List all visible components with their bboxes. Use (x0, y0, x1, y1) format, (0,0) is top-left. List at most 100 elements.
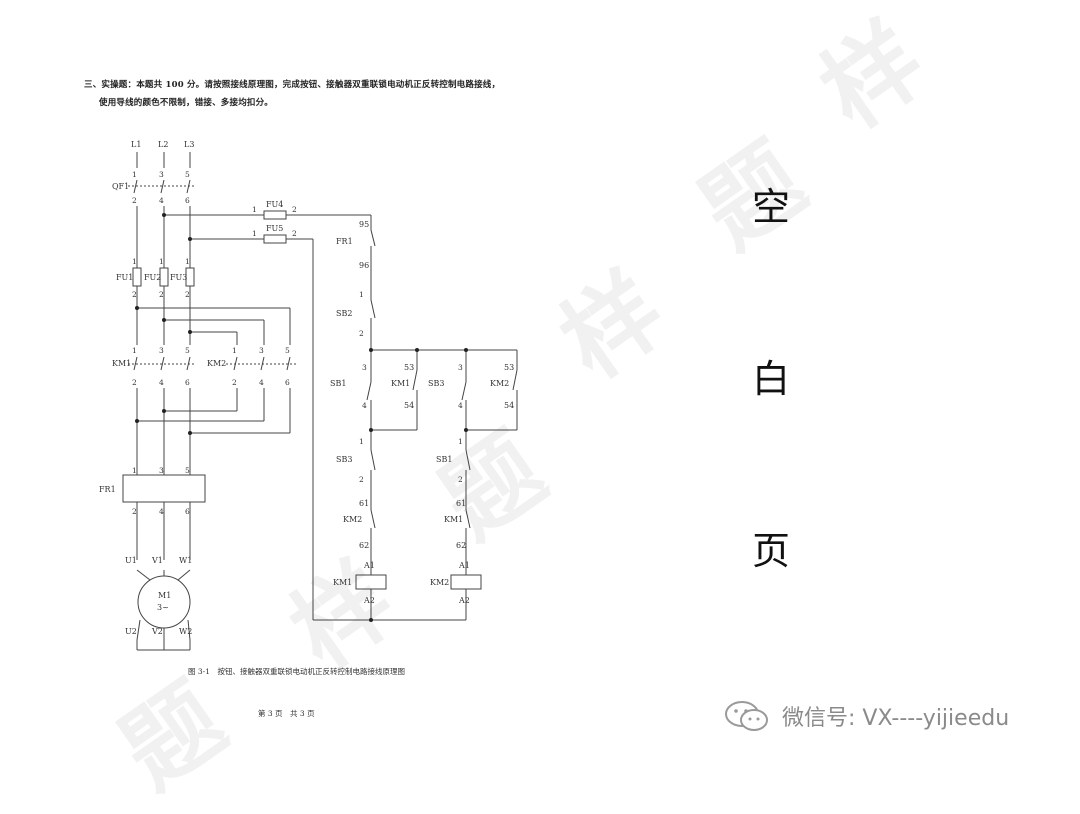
term-fu1-2: 2 (132, 290, 137, 299)
label-A1-km2: A1 (458, 561, 470, 570)
wechat-icon (725, 701, 768, 731)
label-A2-km1: A2 (363, 596, 375, 605)
label-96: 96 (359, 261, 369, 270)
term-fu1-1: 1 (132, 257, 137, 266)
label-U1: U1 (125, 556, 137, 565)
label-U2: U2 (125, 627, 137, 636)
label-A2-km2: A2 (458, 596, 470, 605)
label-61-a: 61 (359, 499, 369, 508)
label-QF1: QF1 (112, 182, 129, 191)
label-SB3-a: SB3 (428, 379, 444, 388)
label-W1: W1 (179, 556, 192, 565)
label-FU2: FU2 (144, 273, 161, 282)
term-km2-1: 1 (232, 346, 237, 355)
term-sb2-2: 2 (359, 329, 364, 338)
term-fu3-1: 1 (185, 257, 190, 266)
term-fu2-2: 2 (159, 290, 164, 299)
term-km2-5: 5 (285, 346, 290, 355)
term-qf-4: 4 (159, 196, 164, 205)
label-95: 95 (359, 220, 369, 229)
figure-caption: 图 3-1 按钮、接触器双重联锁电动机正反转控制电路接线原理图 (188, 667, 405, 676)
label-FU5: FU5 (266, 224, 283, 233)
label-53-b: 53 (504, 363, 514, 372)
label-SB2: SB2 (336, 309, 352, 318)
term-fu2-1: 1 (159, 257, 164, 266)
label-SB1-a: SB1 (330, 379, 346, 388)
label-FR1-ctrl: FR1 (336, 237, 353, 246)
label-motor-type: 3~ (157, 603, 169, 612)
label-V1: V1 (151, 556, 163, 565)
term-qf-5: 5 (185, 170, 190, 179)
term-qf-1: 1 (132, 170, 137, 179)
term-km1-6: 6 (185, 378, 190, 387)
term-fr-4: 4 (159, 507, 164, 516)
label-SB1-b: SB1 (436, 455, 452, 464)
term-km1-2: 2 (132, 378, 137, 387)
term-sb3b-1: 1 (359, 437, 364, 446)
term-fr-5: 5 (185, 466, 190, 475)
page-number: 第 3 页 共 3 页 (258, 709, 315, 718)
label-W2: W2 (179, 627, 192, 636)
label-FU4: FU4 (266, 200, 283, 209)
question-line-1: 三、实操题：本题共 100 分。请按照接线原理图，完成按钮、接触器双重联锁电动机… (84, 80, 501, 90)
label-V2: V2 (151, 627, 163, 636)
label-L1: L1 (131, 140, 141, 149)
label-FR1-main: FR1 (99, 485, 116, 494)
term-km1-5: 5 (185, 346, 190, 355)
question-line-2: 使用导线的颜色不限制，错接、多接均扣分。 (99, 98, 274, 108)
label-54-b: 54 (504, 401, 514, 410)
term-sb2-1: 1 (359, 290, 364, 299)
label-62-a: 62 (359, 541, 369, 550)
term-sb3-4: 4 (458, 401, 463, 410)
label-KM2-aux: KM2 (490, 379, 509, 388)
wechat-id-text: 微信号: VX----yijieedu (782, 706, 1010, 731)
term-sb3b-2: 2 (359, 475, 364, 484)
term-km1-4: 4 (159, 378, 164, 387)
term-sb1b-2: 2 (458, 475, 463, 484)
label-62-b: 62 (456, 541, 466, 550)
term-fr-6: 6 (185, 507, 190, 516)
term-km2-4: 4 (259, 378, 264, 387)
label-FU3: FU3 (170, 273, 187, 282)
term-fu4-1: 1 (252, 205, 257, 214)
label-KM1-main: KM1 (112, 359, 131, 368)
blank-page-char-1: 空 (752, 185, 791, 229)
term-qf-2: 2 (132, 196, 137, 205)
term-fu5-1: 1 (252, 229, 257, 238)
blank-page-char-3: 页 (752, 529, 791, 573)
term-km2-3: 3 (259, 346, 264, 355)
term-km2-6: 6 (285, 378, 290, 387)
label-61-b: 61 (456, 499, 466, 508)
term-km1-3: 3 (159, 346, 164, 355)
term-qf-6: 6 (185, 196, 190, 205)
label-FU1: FU1 (116, 273, 133, 282)
label-A1-km1: A1 (363, 561, 375, 570)
term-fu4-2: 2 (292, 205, 297, 214)
term-km2-2: 2 (232, 378, 237, 387)
term-sb3-3: 3 (458, 363, 463, 372)
blank-page-char-2: 白 (752, 357, 791, 401)
label-KM1-aux: KM1 (391, 379, 410, 388)
label-KM1-coil: KM1 (333, 578, 352, 587)
term-fr-3: 3 (159, 466, 164, 475)
label-L2: L2 (158, 140, 168, 149)
label-SB3-b: SB3 (336, 455, 352, 464)
term-fu3-2: 2 (185, 290, 190, 299)
label-54-a: 54 (404, 401, 414, 410)
label-M1: M1 (158, 591, 171, 600)
label-KM1-il: KM1 (444, 515, 463, 524)
label-L3: L3 (184, 140, 194, 149)
term-sb1-3: 3 (362, 363, 367, 372)
term-km1-1: 1 (132, 346, 137, 355)
label-KM2-coil: KM2 (430, 578, 449, 587)
label-53-a: 53 (404, 363, 414, 372)
label-KM2-main: KM2 (207, 359, 226, 368)
term-sb1-4: 4 (362, 401, 367, 410)
term-fu5-2: 2 (292, 229, 297, 238)
term-fr-2: 2 (132, 507, 137, 516)
term-qf-3: 3 (159, 170, 164, 179)
term-fr-1: 1 (132, 466, 137, 475)
term-sb1b-1: 1 (458, 437, 463, 446)
label-KM2-il: KM2 (343, 515, 362, 524)
wiring-diagram: L1 L2 L3 QF1 FU1 FU2 FU3 FU4 FU5 KM1 KM2… (99, 140, 518, 651)
